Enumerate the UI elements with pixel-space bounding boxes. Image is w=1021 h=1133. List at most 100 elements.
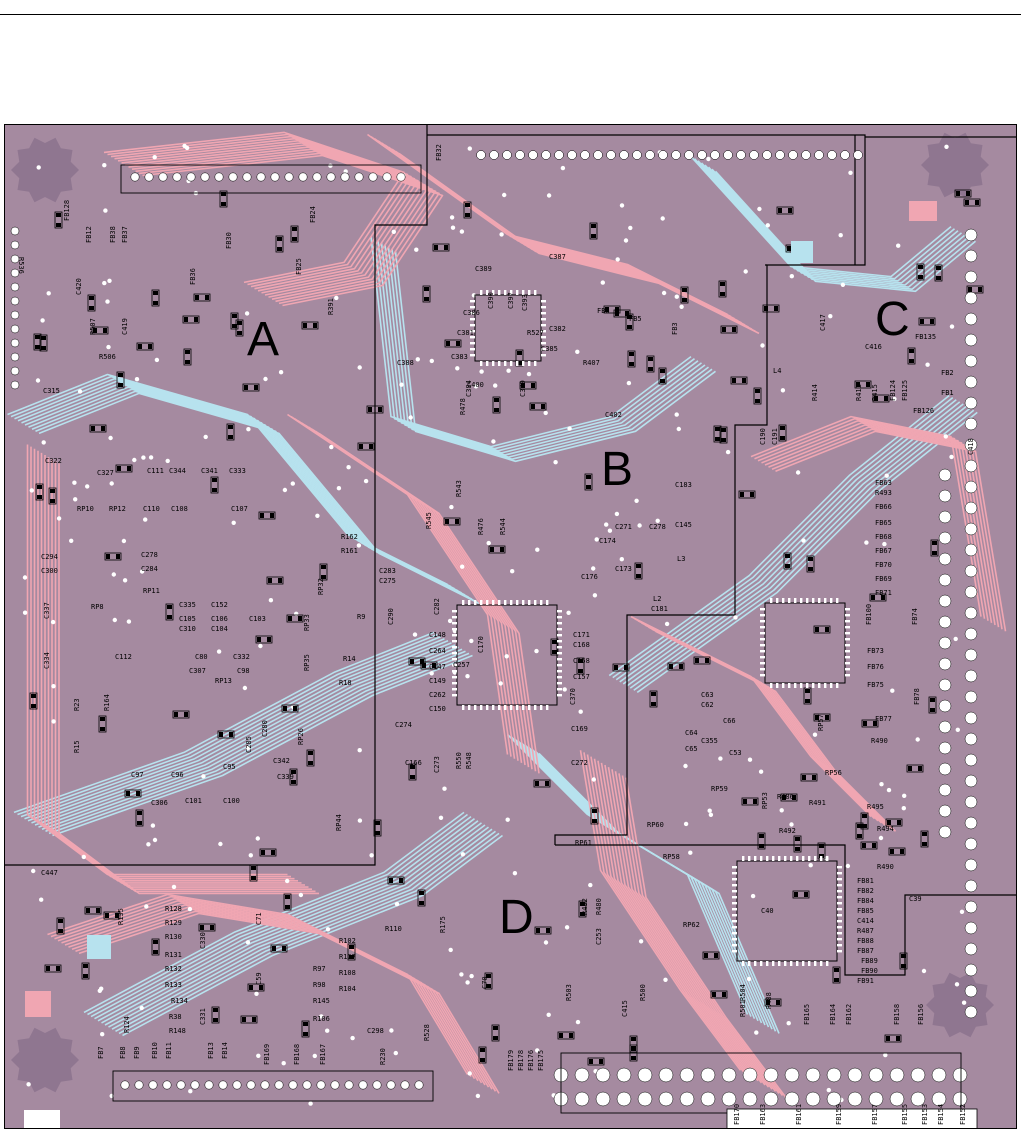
smd-footprint: [286, 614, 304, 623]
smd-pad: [37, 495, 42, 499]
smd-pad: [722, 327, 726, 332]
smd-pad: [788, 208, 792, 213]
header-pin: [964, 249, 978, 263]
via: [505, 817, 510, 822]
ic-pin: [776, 598, 779, 603]
header-pin: [710, 150, 720, 160]
smd-footprint: [888, 847, 906, 856]
ic-pin: [748, 961, 751, 966]
bottom-trace: [629, 407, 971, 689]
smd-footprint: [242, 383, 260, 392]
via: [758, 769, 764, 774]
via: [357, 818, 363, 823]
smd-pad: [546, 928, 550, 933]
smd-footprint: [198, 923, 216, 932]
ic-pin: [837, 908, 842, 911]
smd-footprint: [387, 876, 405, 885]
refdes-c97: C97: [131, 771, 144, 779]
smd-pad: [153, 301, 158, 305]
refdes-rp44: RP44: [335, 814, 343, 831]
smd-pad: [909, 359, 914, 363]
via: [562, 687, 567, 692]
via: [152, 837, 158, 843]
smd-pad: [486, 984, 491, 988]
refdes-rp35: RP35: [303, 654, 311, 671]
via: [242, 685, 248, 691]
smd-pad: [148, 344, 152, 349]
smd-pad: [205, 295, 209, 300]
smd-pad: [740, 492, 744, 497]
via: [328, 163, 333, 168]
smd-footprint: [557, 1031, 575, 1040]
refdes-c70: C70: [481, 976, 489, 989]
smd-pad: [91, 426, 95, 431]
refdes-c285: C285: [245, 736, 253, 753]
refdes-r501: R501: [739, 1000, 747, 1017]
header-pin: [541, 150, 551, 160]
ic-pin: [826, 856, 829, 861]
ic-pin: [760, 620, 765, 623]
ic-pin: [760, 656, 765, 659]
smd-pad: [808, 567, 813, 571]
refdes-r102: R102: [339, 937, 356, 945]
refdes-r162: R162: [341, 533, 358, 541]
ic-pin: [474, 600, 477, 605]
refdes-c382: C382: [549, 325, 566, 333]
header-pin: [801, 150, 811, 160]
ic-pin: [837, 926, 842, 929]
refdes-r15: R15: [73, 740, 81, 753]
smd-pad: [536, 928, 540, 933]
smd-pad: [615, 307, 619, 312]
smd-footprint: [627, 350, 636, 368]
smd-footprint: [357, 442, 375, 451]
smd-pad: [586, 475, 591, 479]
ic-pin: [516, 600, 519, 605]
via: [564, 925, 570, 930]
refdes-fb168: FB168: [293, 1044, 301, 1065]
ic-pin: [818, 683, 821, 688]
header-pin: [775, 150, 785, 160]
smd-footprint: [432, 243, 450, 252]
header-pin: [595, 1091, 611, 1107]
smd-footprint: [966, 285, 984, 294]
refdes-c257: C257: [453, 661, 470, 669]
refdes-c370: C370: [569, 688, 577, 705]
component-footprints: [22, 143, 984, 1106]
top-trace: [768, 426, 1000, 628]
refdes-r414: R414: [811, 384, 819, 401]
smd-pad: [271, 850, 275, 855]
smd-footprint: [534, 926, 552, 935]
smd-footprint: [519, 381, 537, 390]
header-pin: [742, 1091, 758, 1107]
top-trace: [593, 758, 756, 1080]
smd-footprint: [183, 348, 192, 366]
pad-marker-pink-left: [25, 991, 51, 1017]
ic-pin: [836, 683, 839, 688]
refdes-fb87: FB87: [857, 947, 874, 955]
refdes-c387: C387: [549, 253, 566, 261]
via: [51, 684, 56, 689]
header-pin: [910, 1067, 926, 1083]
via: [864, 540, 869, 545]
smd-pad: [780, 436, 785, 440]
via: [664, 621, 670, 627]
refdes-c341: C341: [201, 467, 218, 475]
ic-pin: [557, 670, 562, 673]
refdes-c152: C152: [211, 601, 228, 609]
smd-pad: [303, 1032, 308, 1036]
header-pin: [964, 585, 978, 599]
via: [50, 619, 56, 625]
ic-pin: [802, 856, 805, 861]
refdes-c322: C322: [45, 457, 62, 465]
smd-footprint: [235, 319, 244, 337]
refdes-c110: C110: [143, 505, 160, 513]
refdes-fb165: FB165: [803, 1004, 811, 1025]
smd-pad: [721, 438, 726, 442]
ic-pin: [470, 300, 475, 303]
via: [504, 654, 509, 659]
header-pin: [528, 150, 538, 160]
refdes-fb156: FB156: [917, 1004, 925, 1025]
header-pin: [502, 150, 512, 160]
refdes-fb88: FB88: [857, 937, 874, 945]
header-pin: [368, 172, 378, 182]
